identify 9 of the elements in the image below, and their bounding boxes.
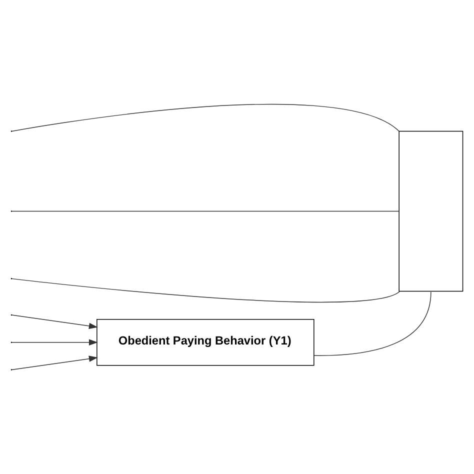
connector: [11, 278, 400, 303]
connector: [314, 292, 432, 356]
node-box: Obedient Paying Behavior (Y1): [96, 319, 314, 366]
arrow: [11, 339, 98, 346]
arrow: [11, 356, 98, 370]
node-box: [398, 130, 464, 292]
arrow: [11, 314, 98, 330]
connector: [11, 210, 400, 212]
connector: [11, 104, 400, 132]
